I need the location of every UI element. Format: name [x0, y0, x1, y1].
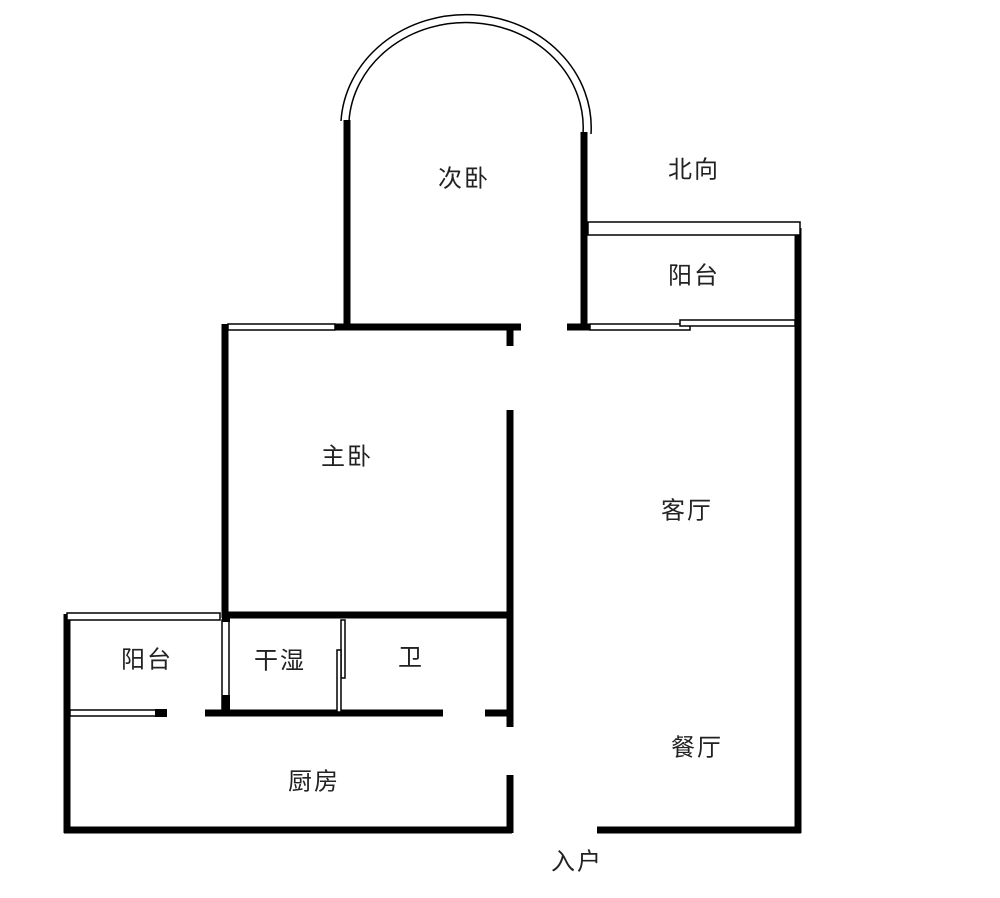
orientation-label: 北向: [668, 155, 720, 184]
room-label-dining-room: 餐厅: [671, 733, 723, 762]
room-label-living-room: 客厅: [661, 496, 713, 525]
walls: [63, 120, 802, 834]
room-label-dry-wet: 干湿: [254, 646, 306, 675]
room-label-bathroom: 卫: [398, 643, 424, 672]
room-label-second-bedroom: 次卧: [438, 164, 490, 193]
wall-blocks: [155, 612, 230, 717]
room-label-west-balcony: 阳台: [121, 645, 173, 674]
room-label-kitchen: 厨房: [288, 767, 340, 796]
entrance-label: 入户: [551, 847, 603, 876]
room-label-north-balcony: 阳台: [668, 261, 720, 290]
bay-window-arc: [340, 13, 592, 135]
room-label-master-bedroom: 主卧: [321, 442, 373, 471]
windows: [66, 221, 801, 717]
